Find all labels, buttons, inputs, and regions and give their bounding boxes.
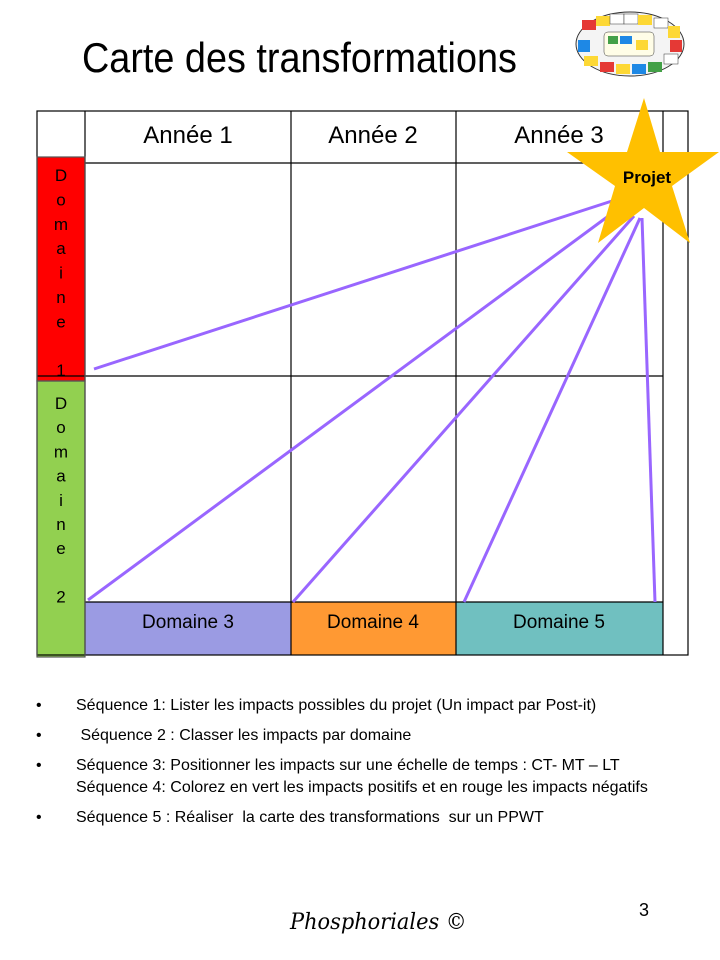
vertical-letter: a [56, 239, 66, 258]
vertical-letter: e [56, 539, 65, 558]
column-header-3: Année 3 [514, 122, 603, 149]
vertical-letter: 1 [56, 361, 65, 380]
vertical-letter: n [56, 515, 65, 534]
column-header-2: Année 2 [328, 122, 417, 149]
bullet-marker: • [36, 727, 42, 744]
vertical-letter: o [56, 190, 65, 209]
vertical-letter: D [55, 166, 67, 185]
vertical-letter: o [56, 418, 65, 437]
domain-1-band [37, 157, 85, 381]
vertical-letter: a [56, 467, 66, 486]
slide-title: Carte des transformations [82, 34, 517, 81]
project-star-icon [567, 98, 719, 243]
game-board-logo [575, 11, 685, 77]
domain-5-label: Domaine 5 [513, 612, 605, 633]
vertical-letter: m [54, 442, 68, 461]
list-item-text: Séquence 2 : Classer les impacts par dom… [76, 727, 412, 744]
list-item: • Séquence 2 : Classer les impacts par d… [36, 725, 696, 747]
footer-brand: Phosphoriales © [290, 910, 467, 935]
list-item-text: Séquence 5 : Réaliser la carte des trans… [76, 809, 544, 826]
domain-2-band [37, 381, 85, 657]
list-item-continuation: Séquence 4: Colorez en vert les impacts … [76, 779, 648, 796]
vertical-letter: i [59, 264, 63, 283]
vertical-letter: D [55, 394, 67, 413]
impact-line-domain-5b [640, 217, 657, 603]
bullet-marker: • [36, 697, 42, 714]
vertical-letter: 2 [56, 588, 65, 607]
project-label: Projet [623, 168, 672, 187]
list-item: • Séquence 1: Lister les impacts possibl… [36, 695, 696, 717]
instructions-list: • Séquence 1: Lister les impacts possibl… [36, 695, 696, 837]
page-number: 3 [639, 900, 650, 920]
vertical-letter: n [56, 288, 65, 307]
bullet-marker: • [36, 809, 42, 826]
vertical-letter: e [56, 312, 65, 331]
domain-2-label: Domaine 2 [54, 394, 68, 607]
grid-lines [36, 110, 689, 658]
impact-line-domain-4 [291, 215, 636, 603]
impact-lines [87, 199, 657, 603]
bullet-marker: • [36, 757, 42, 774]
domain-1-label: Domaine 1 [54, 166, 68, 380]
list-item-text: Séquence 3: Positionner les impacts sur … [76, 757, 620, 774]
domain-4-band [291, 602, 456, 655]
list-item-text: Séquence 1: Lister les impacts possibles… [76, 697, 597, 714]
list-item: • Séquence 5 : Réaliser la carte des tra… [36, 807, 696, 829]
impact-line-domain-5a [462, 217, 642, 603]
domain-5-band [456, 602, 663, 655]
vertical-letter: i [59, 491, 63, 510]
column-header-1: Année 1 [143, 122, 232, 149]
impact-line-domain-3 [87, 204, 623, 602]
vertical-letter: m [54, 215, 68, 234]
domain-3-band [85, 602, 291, 655]
list-item: • Séquence 3: Positionner les impacts su… [36, 755, 696, 799]
domain-3-label: Domaine 3 [142, 612, 234, 633]
impact-line-domain-1 [93, 199, 613, 371]
domain-4-label: Domaine 4 [327, 612, 419, 633]
